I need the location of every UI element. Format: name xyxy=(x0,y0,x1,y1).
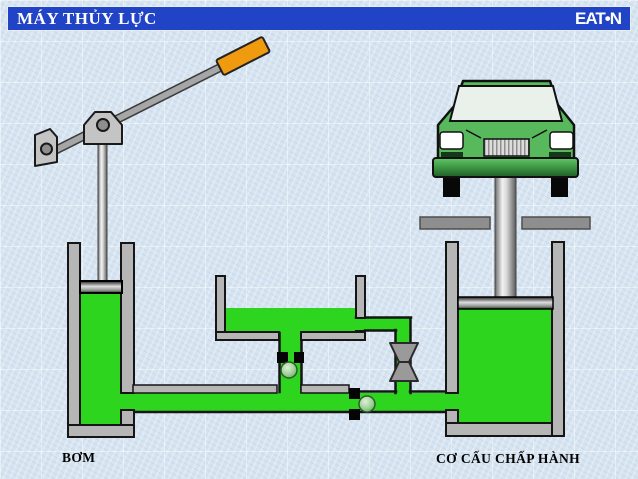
car-headlight-left xyxy=(439,131,464,150)
platform-right xyxy=(521,216,591,230)
fulcrum-pin xyxy=(40,142,53,156)
reservoir-shelf-left xyxy=(215,331,280,341)
actuator-wall-right xyxy=(551,241,565,437)
discharge-valve-ball xyxy=(358,395,376,413)
car-headlight-right xyxy=(549,131,574,150)
pump-piston xyxy=(79,280,123,294)
actuator-label: CƠ CẤU CHẤP HÀNH xyxy=(436,451,581,466)
actuator-wall-bottom xyxy=(445,422,565,437)
actuator-wall-left-lower xyxy=(445,409,459,425)
page-title: MÁY THỦY LỰC xyxy=(17,8,157,28)
reservoir-wall-right-upper xyxy=(355,275,366,319)
pipe-fluid xyxy=(133,393,447,411)
actuator-cylinder xyxy=(445,241,565,437)
car-hood-line-left xyxy=(465,129,482,139)
car-grille xyxy=(483,138,530,157)
actuator-inlet-fluid xyxy=(446,394,458,410)
suction-check-valve xyxy=(277,352,304,379)
pump-fluid xyxy=(80,292,122,426)
car-shadow-right xyxy=(549,152,571,160)
pump-cylinder xyxy=(67,242,135,438)
actuator-fluid xyxy=(458,308,553,423)
valve-seat xyxy=(277,352,288,363)
eaton-logo: EAT•N xyxy=(575,8,622,28)
actuator-piston xyxy=(457,296,554,310)
hydraulic-fluid xyxy=(80,292,553,426)
car-shadow-left xyxy=(441,152,463,160)
pump-wall-right-upper xyxy=(120,242,135,394)
title-bar: MÁY THỦY LỰC EAT•N xyxy=(7,6,631,31)
pump-lever xyxy=(34,36,271,167)
pump-label: BƠM xyxy=(62,450,96,465)
valve-seat xyxy=(294,352,304,363)
car xyxy=(432,79,579,197)
release-throttle-valve xyxy=(389,342,419,382)
car-hood-line-right xyxy=(531,129,548,139)
platform-left xyxy=(419,216,491,230)
lever-rod xyxy=(47,55,242,156)
valve-seat xyxy=(349,409,360,420)
manifold-strip-right xyxy=(300,384,350,394)
discharge-check-valve xyxy=(349,388,376,420)
pivot-pin xyxy=(96,118,110,132)
pump-wall-right-lower xyxy=(120,409,135,427)
pump-wall-left xyxy=(67,242,81,438)
pump-piston-rod xyxy=(97,143,108,285)
actuator-piston-rod xyxy=(494,167,517,300)
pump-wall-bottom xyxy=(67,424,135,438)
actuator-wall-left-upper xyxy=(445,241,459,394)
reservoir-tank xyxy=(215,275,366,341)
car-bumper xyxy=(432,157,579,178)
suction-valve-ball xyxy=(280,361,298,379)
throttle-valve-upper xyxy=(389,342,419,363)
manifold xyxy=(132,384,350,394)
pump-outlet-fluid xyxy=(121,394,134,410)
manifold-strip-left xyxy=(132,384,278,394)
reservoir-fluid xyxy=(225,308,357,333)
car-windshield xyxy=(448,85,564,122)
reservoir-wall-left xyxy=(215,275,226,341)
lever-handle xyxy=(215,36,271,76)
lift-platform xyxy=(419,216,591,230)
reservoir-outlet-fluid xyxy=(356,318,411,331)
valve-seat xyxy=(349,388,360,399)
throttle-valve-lower xyxy=(389,361,419,382)
reservoir-shelf-right xyxy=(300,331,366,341)
